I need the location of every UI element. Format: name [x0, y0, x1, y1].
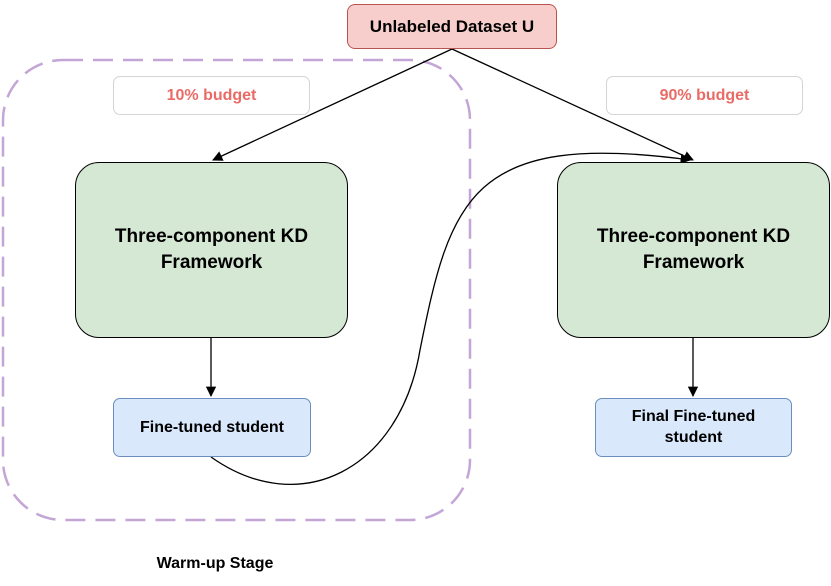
dataset-node-label: Unlabeled Dataset U [369, 16, 535, 36]
final-student-node: Final Fine-tuned student [595, 398, 792, 457]
budget-10-label: 10% budget [166, 86, 257, 104]
fine-tuned-student-label: Fine-tuned student [140, 418, 284, 436]
budget-90-label: 90% budget [659, 86, 750, 104]
kd-framework-right-label: Three-component KD Framework [596, 226, 791, 273]
budget-10-label-box: 10% budget [113, 76, 310, 115]
kd-framework-left-label: Three-component KD Framework [114, 226, 309, 273]
fine-tuned-student-node: Fine-tuned student [113, 398, 311, 457]
warmup-stage-group [1, 58, 472, 522]
budget-90-label-box: 90% budget [606, 76, 803, 115]
dataset-node: Unlabeled Dataset U [347, 4, 557, 49]
kd-framework-node-right: Three-component KD Framework [557, 162, 830, 338]
edge-dataset-to-kd-left [212, 48, 453, 161]
edge-student-to-kd-right [210, 152, 692, 485]
edge-dataset-to-kd-right [451, 48, 694, 161]
final-student-label: Final Fine-tuned student [631, 407, 756, 446]
kd-framework-node-left: Three-component KD Framework [75, 162, 348, 338]
warmup-stage-label: Warm-up Stage [156, 555, 274, 572]
